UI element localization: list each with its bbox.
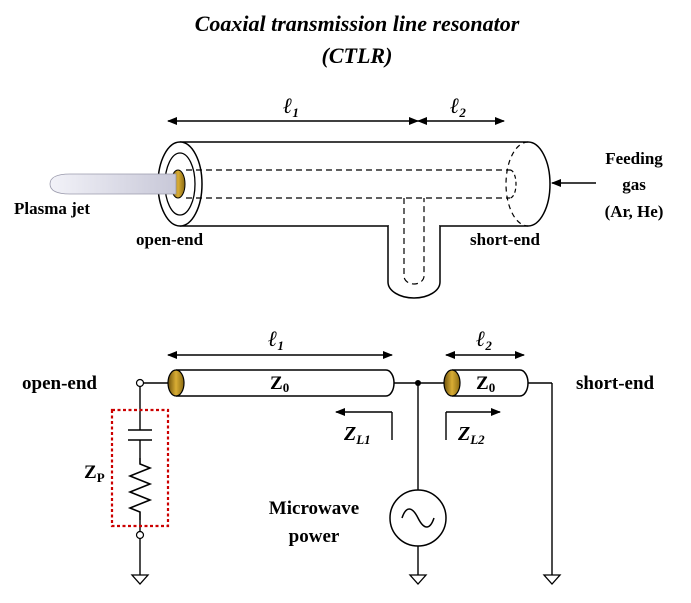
zl2-indicator: ZL2 — [445, 408, 501, 447]
zl1-indicator: ZL1 — [335, 408, 393, 447]
plasma-jet-label: Plasma jet — [14, 199, 90, 218]
feeding-gas-line2: gas — [622, 175, 646, 194]
circuit-short-end-label: short-end — [576, 373, 655, 394]
circuit-length1-label: ℓ1 — [268, 326, 284, 353]
microwave-label-line1: Microwave — [269, 498, 359, 519]
z0-right-label: Z0 — [476, 373, 495, 395]
title-line2: (CTLR) — [322, 43, 393, 68]
svg-text:ZL2: ZL2 — [457, 423, 485, 447]
ground-icon-center — [408, 574, 428, 585]
circuit-open-end-label: open-end — [22, 373, 97, 394]
zp-bottom-terminal — [135, 530, 145, 540]
transmission-line-l2: Z0 — [443, 369, 529, 397]
svg-text:ZL1: ZL1 — [343, 423, 371, 447]
circuit-wires — [139, 382, 553, 575]
top-length2-label: ℓ2 — [450, 93, 466, 120]
circuit-length2-label: ℓ2 — [476, 326, 492, 353]
ground-symbols — [130, 574, 562, 585]
feeding-gas-line1: Feeding — [605, 149, 663, 168]
transmission-line-l1: Z0 — [167, 369, 395, 397]
circuit-length-dimensions: ℓ1 ℓ2 — [167, 326, 525, 359]
junction-dot — [415, 380, 421, 386]
plasma-impedance-zp: ZP — [84, 408, 170, 528]
feeding-gas-line3: (Ar, He) — [605, 202, 664, 221]
top-length1-label: ℓ1 — [283, 93, 299, 120]
title-line1: Coaxial transmission line resonator — [195, 11, 520, 36]
z0-left-label: Z0 — [270, 373, 289, 395]
coaxial-resonator-body — [157, 141, 551, 299]
top-open-end-label: open-end — [136, 230, 204, 249]
open-end-terminal — [135, 378, 145, 388]
ground-icon-right — [542, 574, 562, 585]
top-length-dimensions: ℓ1 ℓ2 — [167, 93, 505, 125]
zp-label: ZP — [84, 462, 105, 485]
ground-icon-left — [130, 574, 150, 585]
top-short-end-label: short-end — [470, 230, 540, 249]
microwave-source — [389, 489, 447, 547]
microwave-label-line2: power — [289, 526, 340, 547]
plasma-jet-plume — [49, 173, 177, 195]
